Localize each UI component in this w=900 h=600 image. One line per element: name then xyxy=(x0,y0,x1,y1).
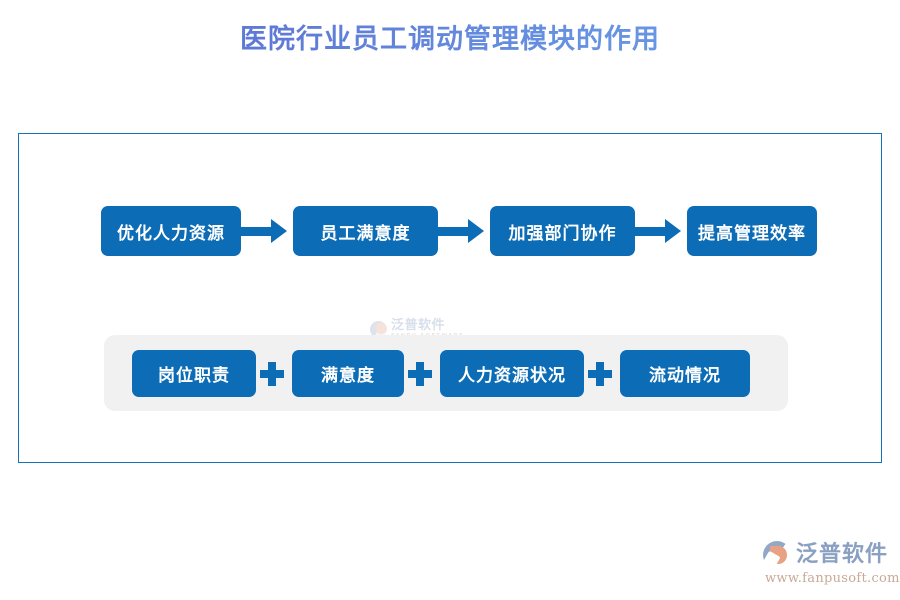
brand-url: www.fanpusoft.com xyxy=(765,571,900,586)
flow-step-1[interactable]: 优化人力资源 xyxy=(101,206,241,256)
tag-item-4[interactable]: 流动情况 xyxy=(620,350,750,397)
flow-step-4[interactable]: 提高管理效率 xyxy=(687,206,817,256)
brand-logo: 泛普软件 www.fanpusoft.com xyxy=(762,540,900,590)
content-frame xyxy=(18,133,882,463)
arrow-right-icon xyxy=(635,218,687,244)
plus-icon xyxy=(256,360,292,388)
brand-name: 泛普软件 xyxy=(796,542,889,567)
brand-logo-row: 泛普软件 xyxy=(762,540,893,570)
page-title: 医院行业员工调动管理模块的作用 xyxy=(0,22,900,58)
tag-group: 岗位职责 满意度 人力资源状况 流动情况 xyxy=(132,350,750,397)
arrow-right-icon xyxy=(438,218,490,244)
flow-diagram: 优化人力资源 员工满意度 加强部门协作 提高管理效率 xyxy=(101,206,817,256)
tag-item-1[interactable]: 岗位职责 xyxy=(132,350,256,397)
tag-item-3[interactable]: 人力资源状况 xyxy=(440,350,584,397)
flow-step-3[interactable]: 加强部门协作 xyxy=(490,206,635,256)
plus-icon xyxy=(584,360,620,388)
plus-icon xyxy=(404,360,440,388)
arrow-right-icon xyxy=(241,218,293,244)
flow-step-2[interactable]: 员工满意度 xyxy=(293,206,438,256)
tag-item-2[interactable]: 满意度 xyxy=(292,350,404,397)
fanpu-logo-icon xyxy=(762,541,791,570)
